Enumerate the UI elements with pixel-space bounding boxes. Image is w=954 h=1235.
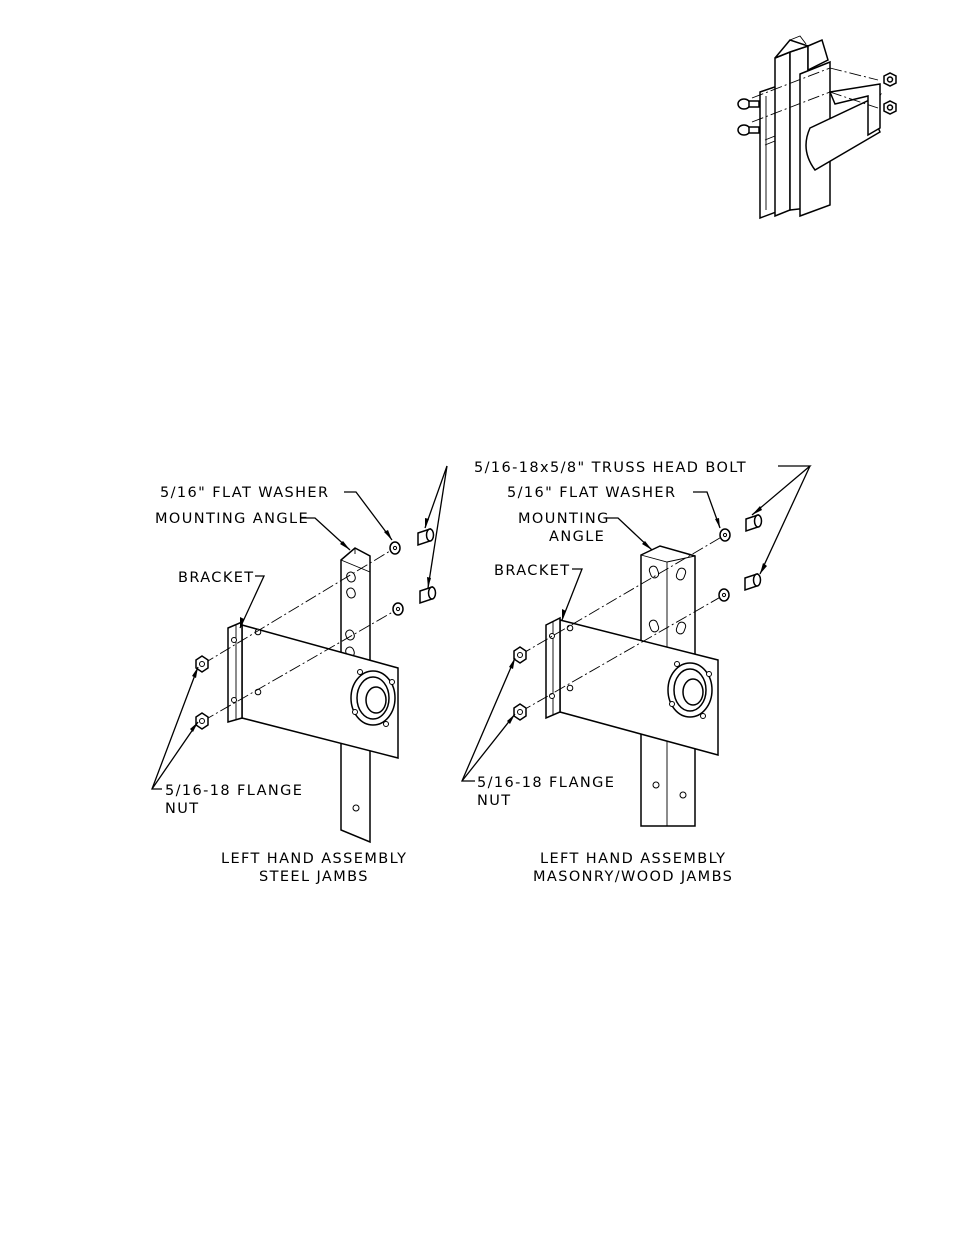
left-caption-line2: STEEL JAMBS: [259, 869, 369, 885]
assembly-thumbnail-icon: [737, 35, 897, 220]
truss-head-bolt-icon: [417, 527, 437, 605]
right-assembly: [461, 465, 812, 827]
truss-head-bolt-label: 5/16-18x5/8" TRUSS HEAD BOLT: [474, 460, 747, 476]
left-flange-nut-label-1: 5/16-18 FLANGE: [165, 783, 303, 799]
left-caption-line1: LEFT HAND ASSEMBLY: [221, 851, 407, 867]
flat-washer-icon: [389, 541, 404, 616]
bracket-plate-icon: [545, 616, 719, 756]
bearing-icon: [350, 669, 396, 727]
right-caption-line1: LEFT HAND ASSEMBLY: [540, 851, 726, 867]
bracket-plate-icon: [227, 620, 399, 759]
left-assembly: [151, 465, 448, 844]
right-caption-line2: MASONRY/WOOD JAMBS: [533, 869, 733, 885]
left-bracket-label: BRACKET: [178, 570, 255, 586]
right-bracket-label: BRACKET: [494, 563, 571, 579]
right-mounting-label-1: MOUNTING: [518, 511, 610, 527]
flange-nut-icon: [195, 655, 209, 730]
flange-nut-icon: [513, 646, 527, 721]
left-mounting-angle-label: MOUNTING ANGLE: [155, 511, 309, 527]
bearing-icon: [667, 661, 713, 719]
right-flat-washer-label: 5/16" FLAT WASHER: [507, 485, 676, 501]
right-mounting-label-2: ANGLE: [549, 529, 605, 545]
left-flat-washer-label: 5/16" FLAT WASHER: [160, 485, 329, 501]
right-flange-nut-label-2: NUT: [477, 793, 512, 809]
truss-head-bolt-icon: [744, 513, 763, 592]
right-flange-nut-label-1: 5/16-18 FLANGE: [477, 775, 615, 791]
flat-washer-icon: [718, 528, 731, 602]
left-flange-nut-label-2: NUT: [165, 801, 200, 817]
